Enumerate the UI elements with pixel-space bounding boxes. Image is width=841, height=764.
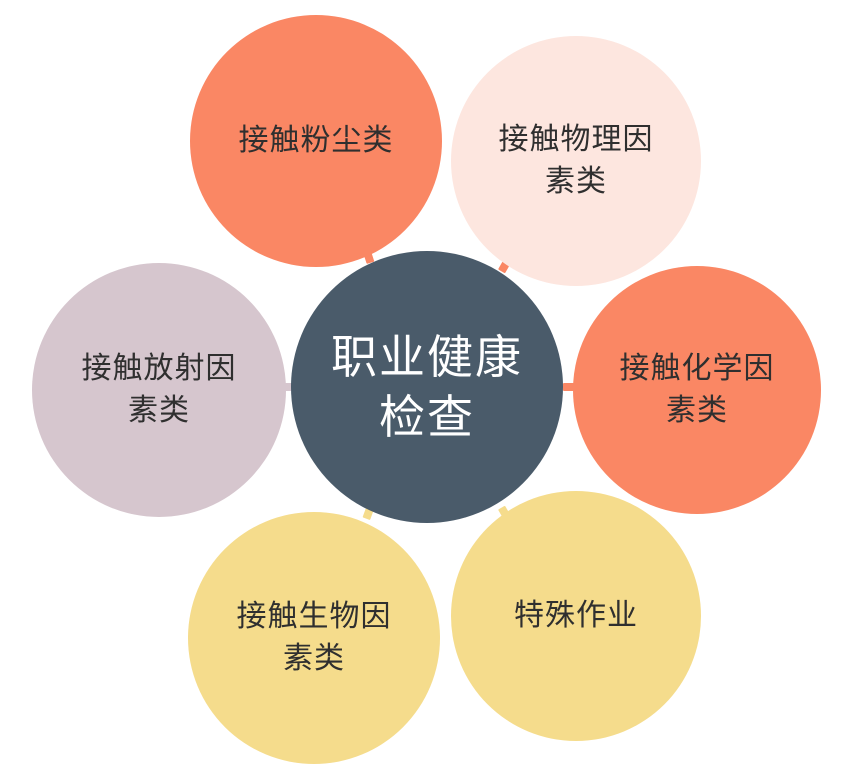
node-physical: 接触物理因 素类 — [451, 36, 701, 286]
connector-chemical — [563, 383, 575, 391]
node-dust-label: 接触粉尘类 — [238, 123, 394, 158]
node-biological: 接触生物因 素类 — [188, 512, 440, 764]
node-biological-label: 接触生物因 素类 — [236, 599, 392, 676]
center-node: 职业健康 检查 — [291, 251, 563, 523]
node-special-work-label: 特殊作业 — [514, 598, 638, 633]
node-chemical: 接触化学因 素类 — [573, 266, 821, 514]
node-special-work: 特殊作业 — [451, 491, 701, 741]
center-node-label: 职业健康 检查 — [331, 330, 523, 444]
node-radiation-label: 接触放射因 素类 — [81, 351, 237, 428]
node-chemical-label: 接触化学因 素类 — [619, 351, 775, 428]
node-physical-label: 接触物理因 素类 — [498, 122, 654, 199]
node-radiation: 接触放射因 素类 — [32, 263, 286, 517]
node-dust: 接触粉尘类 — [190, 15, 442, 267]
connector-radiation — [283, 383, 293, 391]
